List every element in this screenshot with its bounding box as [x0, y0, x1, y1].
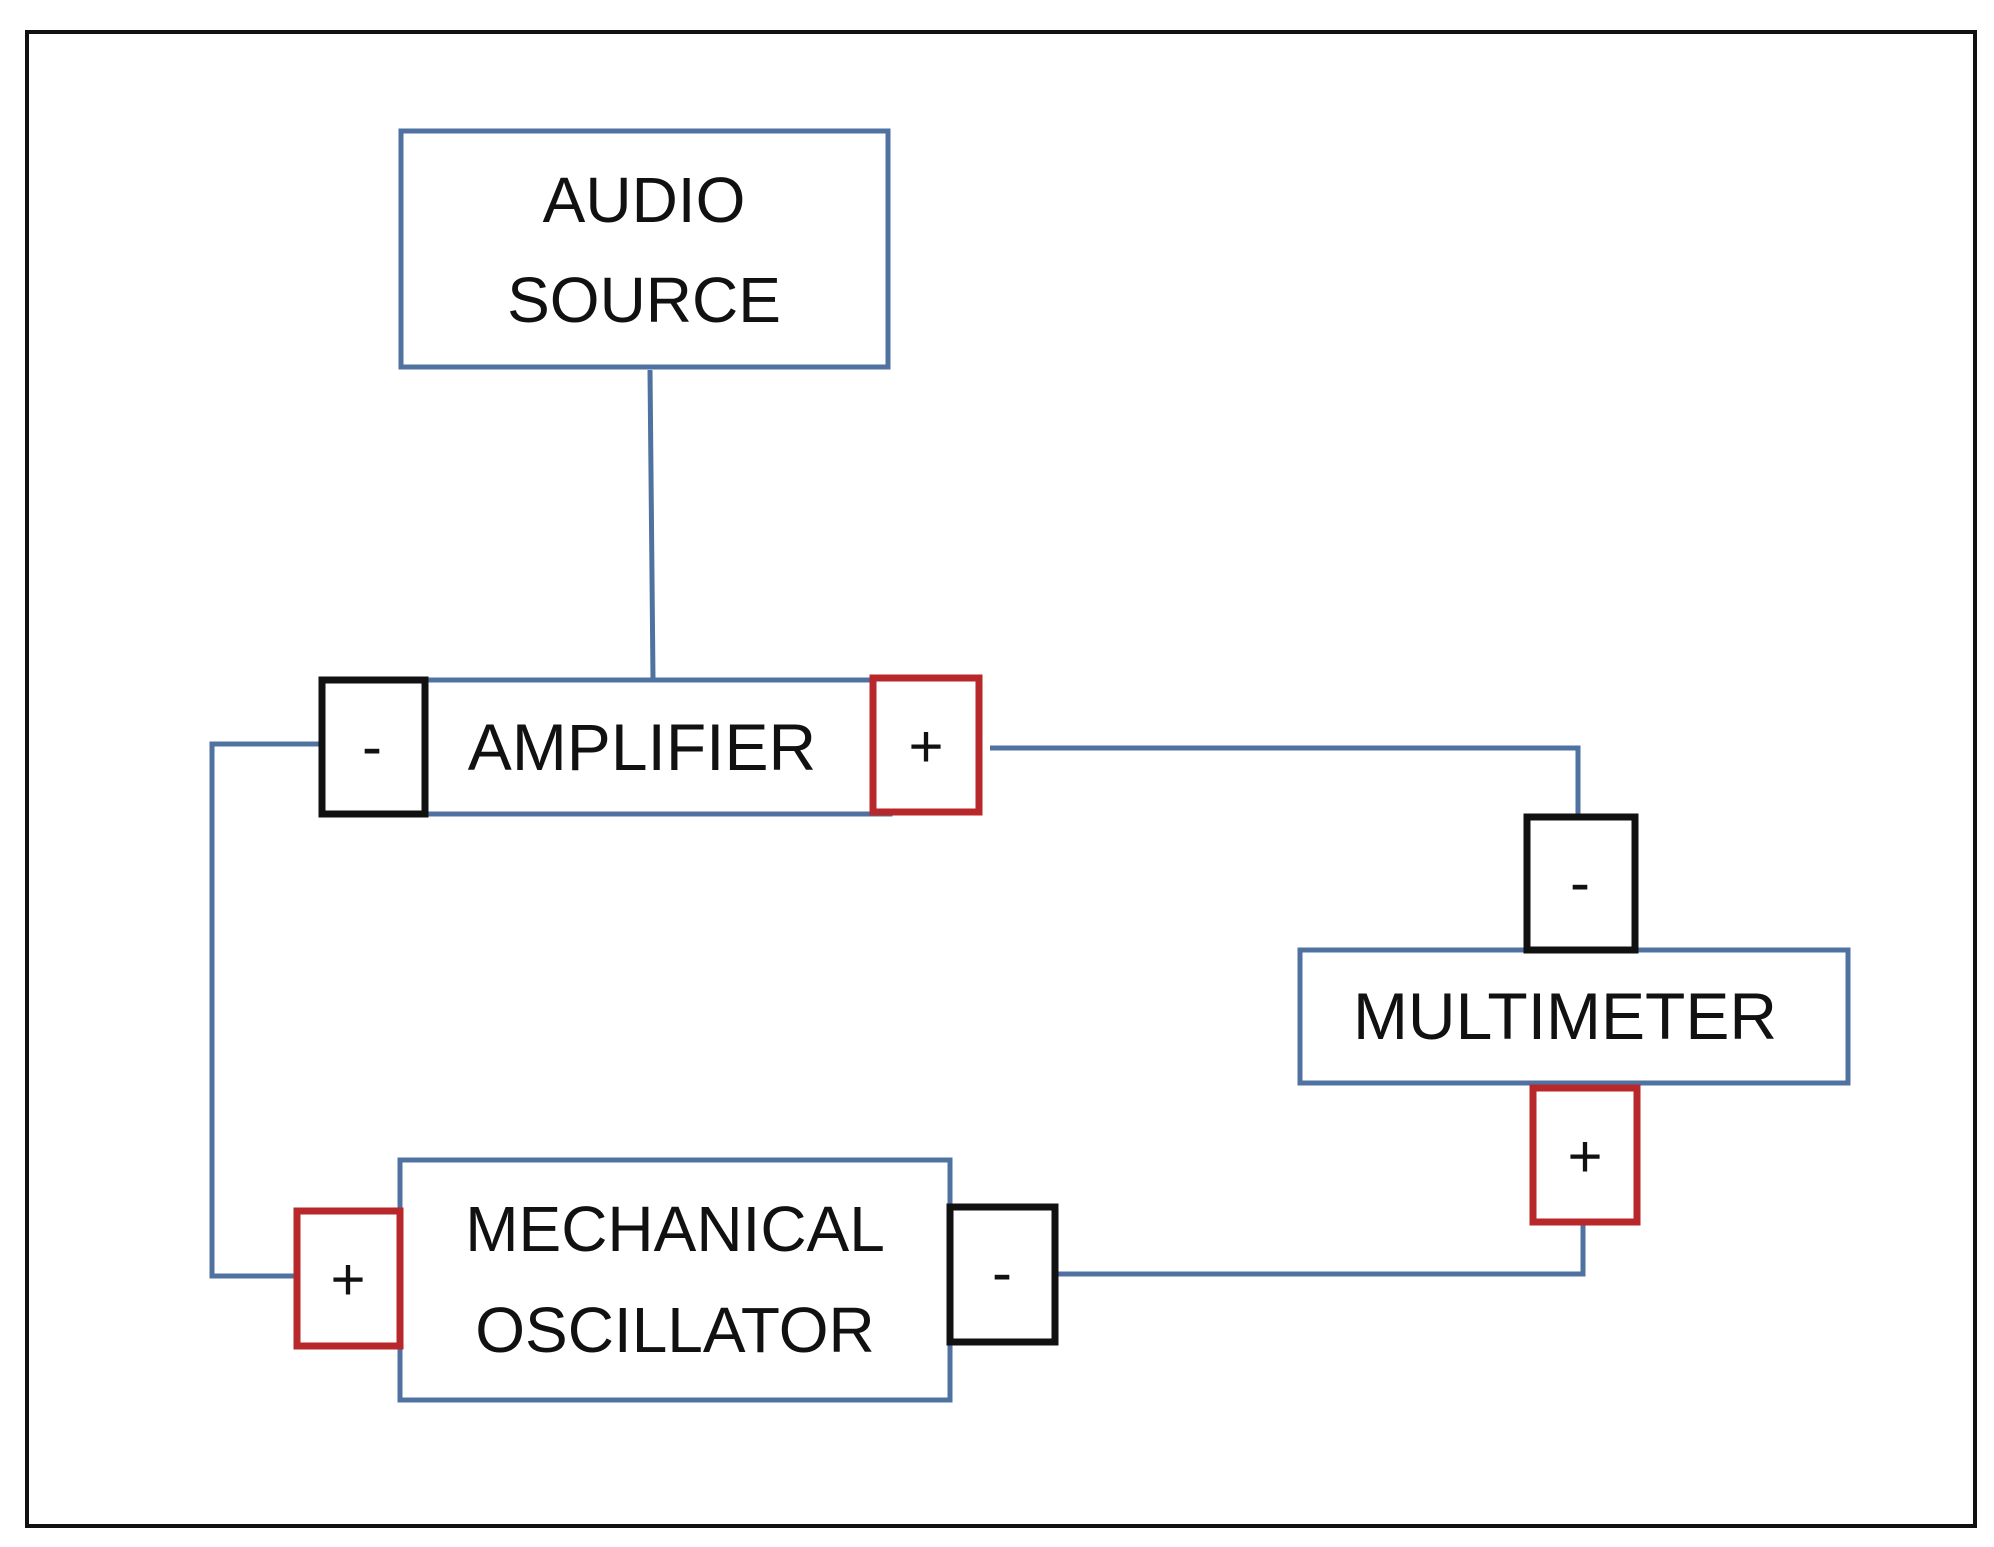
wire-amplifier-plus-to-multimeter-minus	[990, 745, 1581, 815]
amplifier-positive-label: +	[908, 713, 943, 780]
audio-source-block: AUDIO SOURCE	[398, 128, 891, 370]
wire-audio-to-amplifier	[647, 369, 656, 681]
multimeter-label: MULTIMETER	[1353, 979, 1777, 1053]
mechanical-oscillator-box	[397, 1157, 953, 1403]
oscillator-negative-label: -	[992, 1239, 1012, 1306]
wires	[209, 369, 1586, 1279]
wire-oscillator-minus-to-multimeter-plus	[1058, 1222, 1586, 1277]
audio-source-label-line1: AUDIO	[543, 164, 746, 236]
wire-amplifier-minus-to-oscillator-plus	[209, 741, 320, 1279]
amplifier-box	[397, 677, 893, 817]
oscillator-negative-terminal	[946, 1203, 1059, 1346]
amplifier-block: AMPLIFIER - +	[318, 674, 983, 818]
mechanical-oscillator-label-line1: MECHANICAL	[465, 1193, 885, 1265]
multimeter-negative-terminal	[1523, 813, 1639, 954]
multimeter-box	[1297, 947, 1851, 1086]
multimeter-block: MULTIMETER - +	[1297, 813, 1851, 1226]
amplifier-label: AMPLIFIER	[468, 710, 816, 784]
amplifier-negative-terminal	[318, 676, 429, 818]
oscillator-positive-label: +	[330, 1246, 365, 1313]
multimeter-positive-label: +	[1567, 1123, 1602, 1190]
mechanical-oscillator-label-line2: OSCILLATOR	[475, 1294, 875, 1366]
audio-source-label-line2: SOURCE	[507, 264, 781, 336]
oscillator-positive-terminal	[293, 1207, 404, 1350]
multimeter-positive-terminal	[1529, 1084, 1641, 1226]
mechanical-oscillator-block: MECHANICAL OSCILLATOR + -	[293, 1157, 1059, 1403]
audio-source-box	[398, 128, 891, 370]
amplifier-negative-label: -	[362, 713, 382, 780]
amplifier-positive-terminal	[869, 674, 983, 816]
multimeter-negative-label: -	[1570, 849, 1590, 916]
